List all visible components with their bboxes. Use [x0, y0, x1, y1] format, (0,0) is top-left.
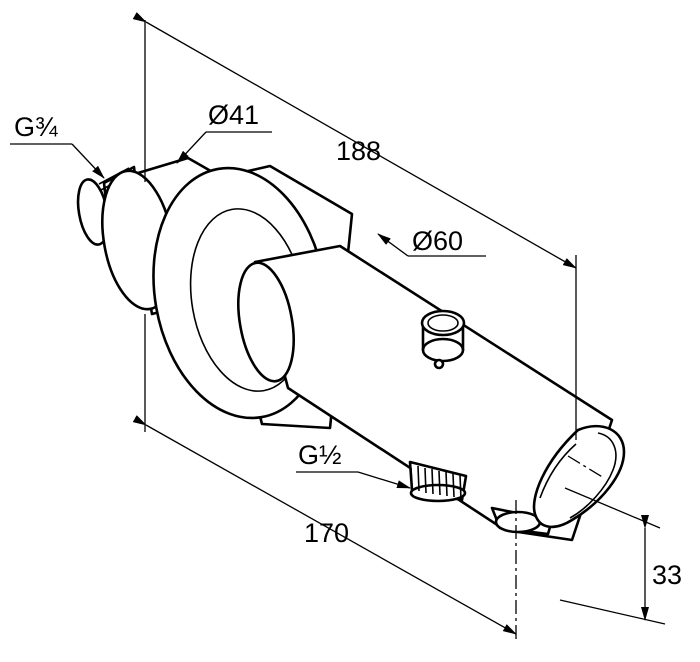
valve-body — [76, 156, 626, 542]
top-knob — [420, 309, 466, 370]
label-diameter-41: Ø41 — [208, 100, 259, 130]
dimension-labels: G¾ Ø41 188 Ø60 G½ 170 33 — [14, 100, 682, 590]
label-thread-outlet: G½ — [298, 440, 342, 470]
label-diameter-60: Ø60 — [412, 226, 463, 256]
label-length-170: 170 — [304, 518, 349, 548]
label-offset-33: 33 — [652, 560, 682, 590]
label-thread-inlet: G¾ — [14, 112, 58, 142]
label-length-188: 188 — [336, 136, 381, 166]
dimension-lines — [10, 12, 666, 640]
